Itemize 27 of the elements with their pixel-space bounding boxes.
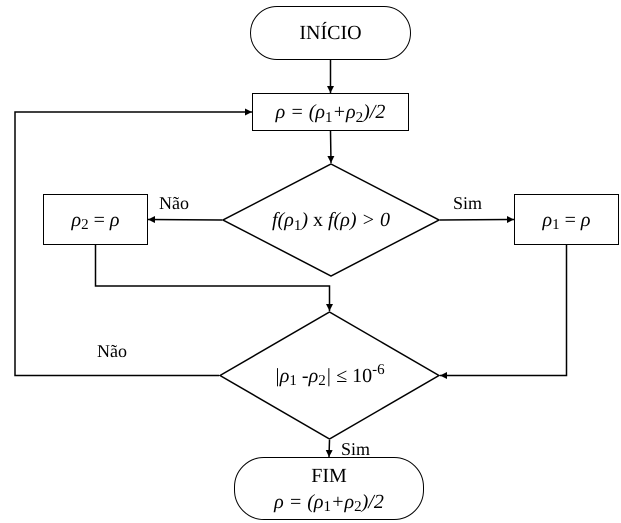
arrow [148, 216, 222, 224]
decision-diamond [219, 311, 440, 440]
arrow [326, 440, 333, 458]
terminal-shape [250, 6, 411, 60]
node-text: ρ$_{1}$ = ρ [542, 208, 590, 232]
node-text: |ρ$_{1}$ -ρ$_{2}$| ≤ 10$^{-6}$ [274, 362, 385, 388]
terminal-shape [234, 457, 424, 520]
edge-label: Não [158, 194, 190, 212]
node-text: ρ = (ρ$_{1}$+ρ$_{2}$)/2 [274, 490, 384, 514]
process-box [43, 194, 148, 245]
process-box [252, 93, 409, 131]
process-box [514, 194, 619, 245]
arrow [14, 108, 252, 376]
decision-diamond [222, 163, 440, 277]
node-text: INÍCIO [299, 20, 362, 46]
arrow [94, 245, 333, 311]
edge-label: Sim [452, 194, 484, 212]
arrow [440, 245, 568, 379]
edge-label: Não [96, 342, 128, 360]
edge-label: Sim [340, 440, 372, 458]
arrow [327, 130, 334, 164]
node-text: f(ρ$_{1}$) x f(ρ) > 0 [272, 208, 390, 233]
arrow [327, 60, 334, 93]
node-text: ρ$_{2}$ = ρ [72, 208, 120, 232]
node-text: ρ = (ρ$_{1}$+ρ$_{2}$)/2 [276, 100, 386, 125]
arrow [440, 216, 514, 224]
node-text: FIM [311, 464, 347, 488]
